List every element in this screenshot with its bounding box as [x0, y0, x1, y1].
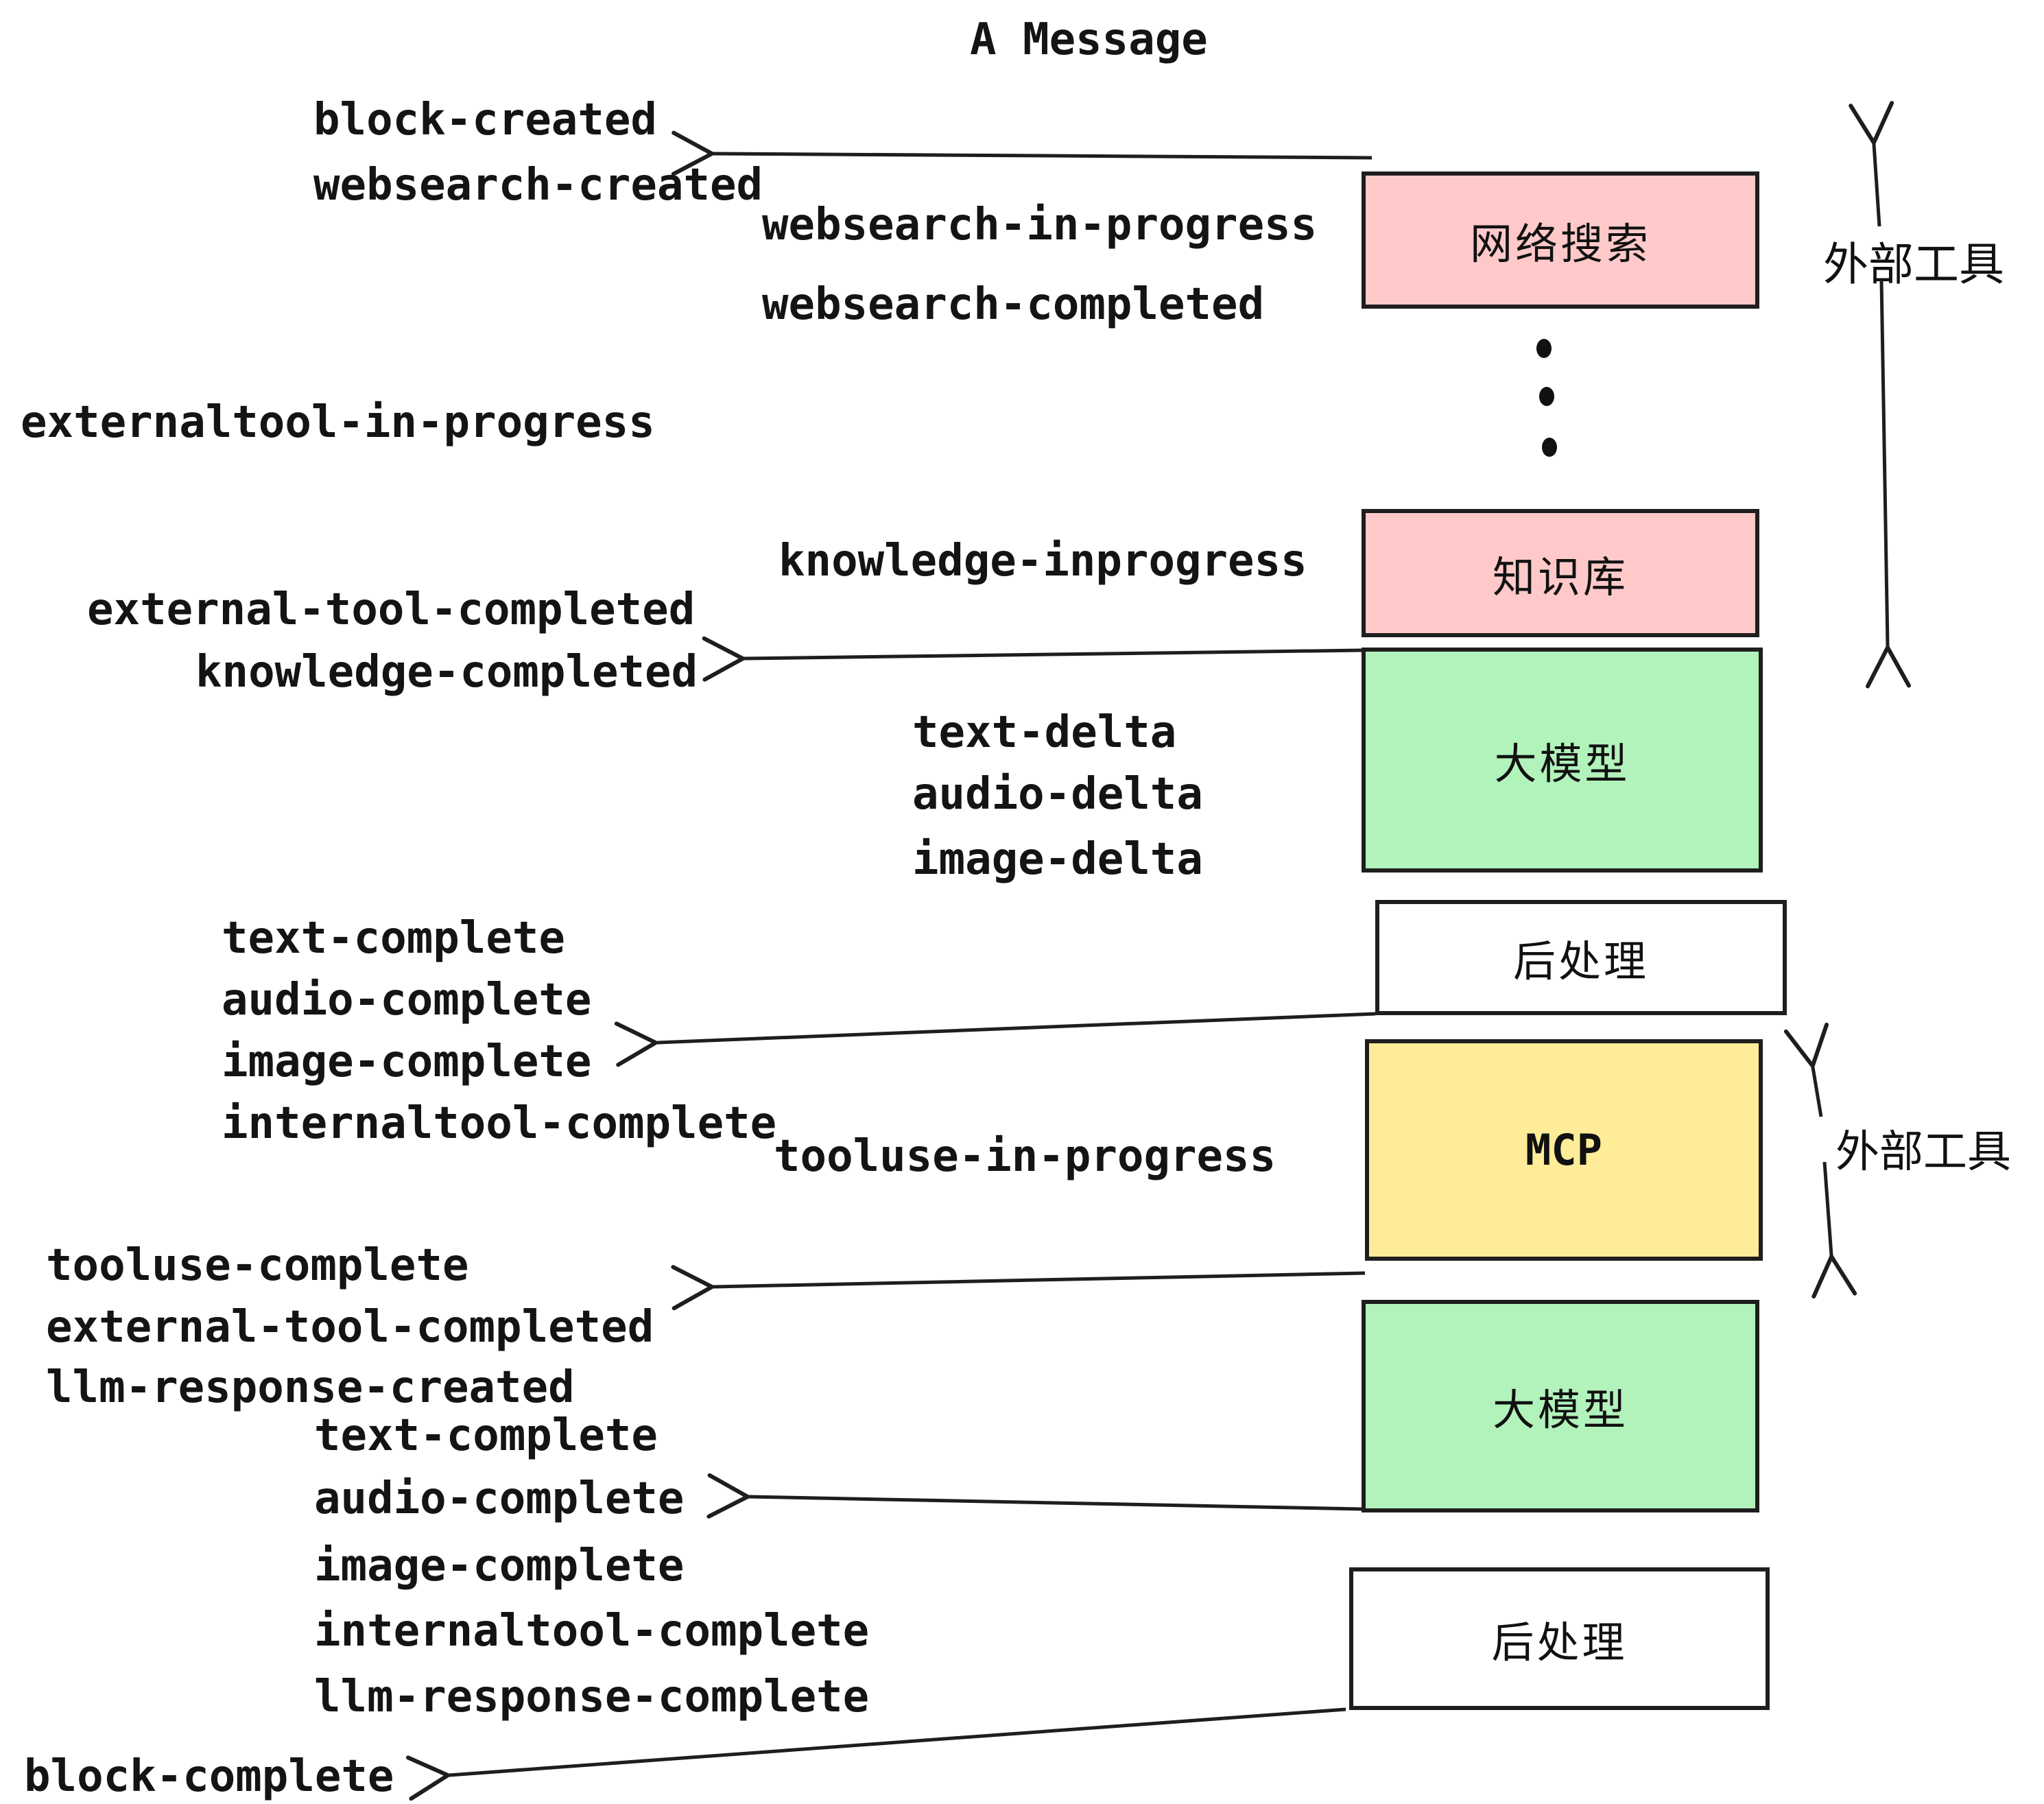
event-text-complete-2: text-complete [314, 1410, 658, 1461]
event-knowledge-inprogress: knowledge-inprogress [779, 536, 1307, 586]
event-image-delta: image-delta [912, 834, 1203, 885]
llm-box-2: 大模型 [1362, 1300, 1759, 1512]
knowledge-box-label: 知识库 [1492, 551, 1628, 602]
postprocess-box-1: 后处理 [1375, 900, 1787, 1015]
event-text-delta: text-delta [912, 707, 1177, 758]
websearch-box: 网络搜索 [1362, 171, 1759, 309]
event-llm-response-complete: llm-response-complete [314, 1672, 870, 1722]
event-audio-delta: audio-delta [912, 769, 1203, 820]
postprocess-box-1-label: 后处理 [1512, 936, 1649, 986]
external-tools-label-2: 外部工具 [1835, 1127, 2011, 1178]
event-externaltool-in-progress: externaltool-in-progress [21, 397, 655, 448]
event-external-tool-completed-2: external-tool-completed [46, 1302, 654, 1353]
event-knowledge-completed: knowledge-completed [195, 647, 698, 698]
external-tools-label-1: 外部工具 [1823, 238, 2004, 291]
event-external-tool-completed: external-tool-completed [87, 584, 696, 635]
arrow-internal-complete-icon [614, 1012, 1376, 1067]
postprocess-box-2-label: 后处理 [1491, 1617, 1628, 1667]
event-image-complete: image-complete [222, 1036, 592, 1087]
event-text-complete: text-complete [222, 913, 565, 964]
postprocess-box-2: 后处理 [1349, 1567, 1770, 1710]
event-tooluse-in-progress: tooluse-in-progress [774, 1131, 1276, 1182]
arrow-down-external-1-icon [1865, 279, 1911, 689]
event-audio-complete: audio-complete [222, 975, 592, 1025]
event-tooluse-complete: tooluse-complete [46, 1240, 469, 1291]
ellipsis-dot [1536, 339, 1552, 358]
llm-box-1: 大模型 [1362, 648, 1763, 873]
event-websearch-completed: websearch-completed [762, 279, 1265, 330]
event-websearch-in-progress: websearch-in-progress [762, 200, 1318, 250]
arrow-llm2-complete-icon [706, 1473, 1362, 1519]
llm-box-1-label: 大模型 [1494, 739, 1630, 789]
event-websearch-created: websearch-created [313, 160, 763, 211]
diagram-title: A Message [970, 14, 1208, 65]
arrow-up-external-1-icon [1849, 101, 1894, 227]
mcp-box-label: MCP [1525, 1125, 1602, 1175]
event-image-complete-2: image-complete [314, 1541, 685, 1591]
arrow-websearch-created-icon [671, 130, 1372, 176]
arrow-knowledge-completed-icon [702, 636, 1362, 682]
event-internaltool-complete: internaltool-complete [222, 1098, 777, 1149]
arrow-up-external-2-icon [1783, 1022, 1829, 1117]
knowledge-box: 知识库 [1362, 509, 1759, 637]
event-audio-complete-2: audio-complete [314, 1473, 685, 1524]
event-internaltool-complete-2: internaltool-complete [314, 1606, 870, 1657]
ellipsis-dot [1542, 438, 1557, 457]
event-block-created: block-created [313, 95, 657, 145]
arrow-down-external-2-icon [1811, 1161, 1857, 1299]
event-llm-response-created: llm-response-created [46, 1362, 575, 1413]
ellipsis-dot [1539, 387, 1554, 406]
arrow-tooluse-complete-icon [671, 1265, 1366, 1311]
websearch-box-label: 网络搜索 [1469, 219, 1651, 269]
event-block-complete: block-complete [24, 1751, 394, 1802]
mcp-box: MCP [1365, 1039, 1763, 1261]
llm-box-2-label: 大模型 [1492, 1385, 1628, 1435]
